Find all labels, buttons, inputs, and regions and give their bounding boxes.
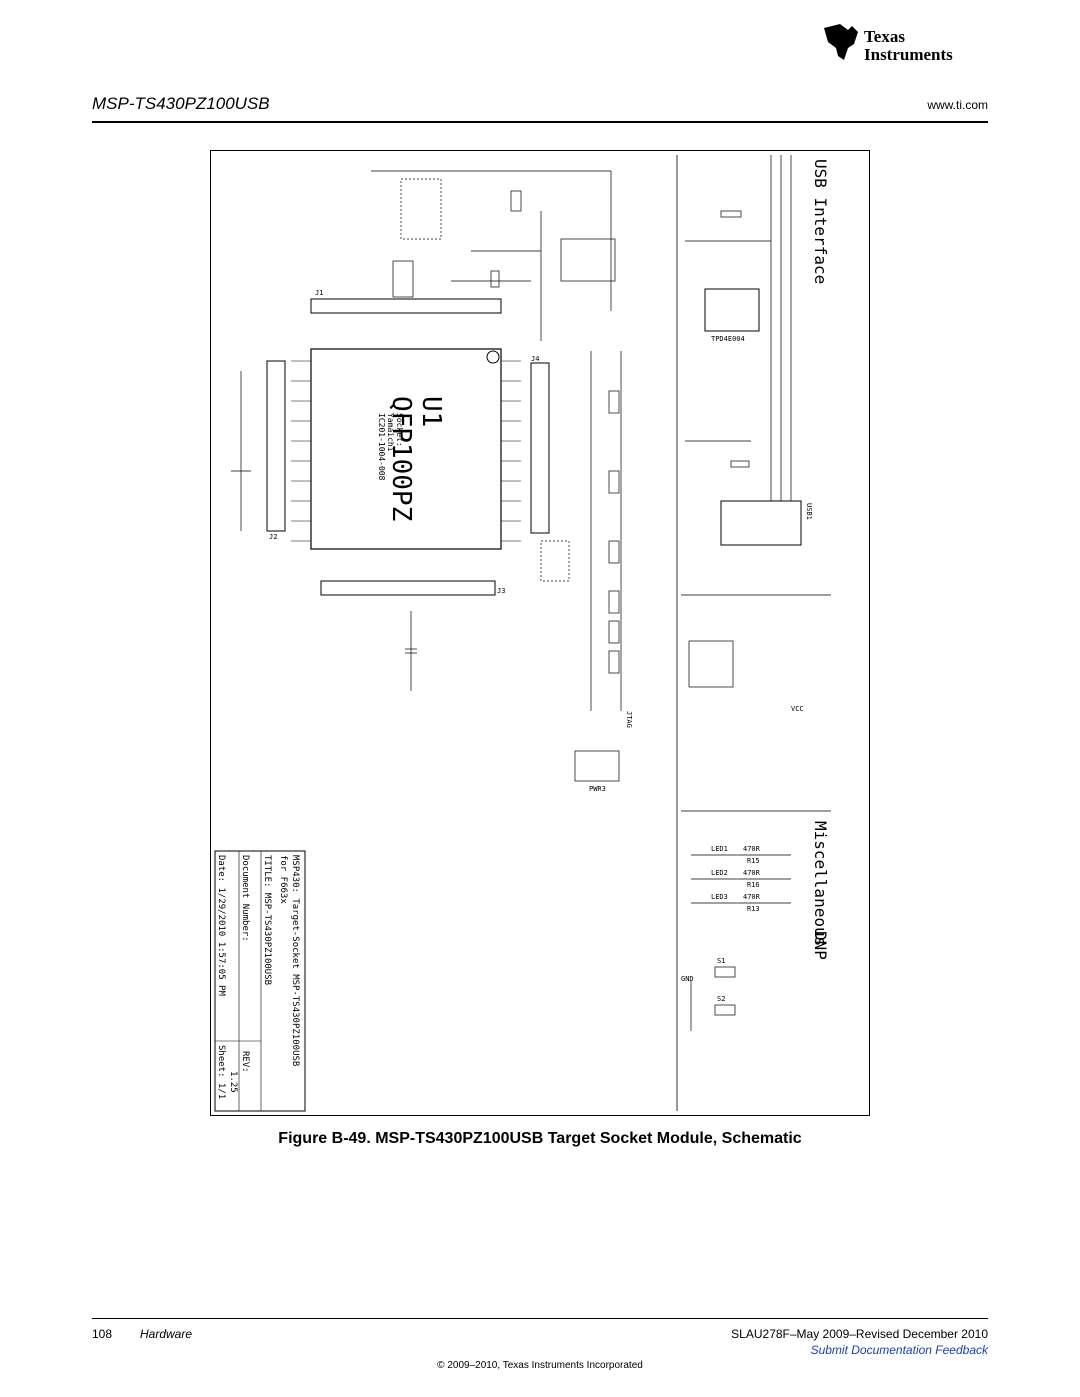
ti-logo: Texas Instruments bbox=[818, 18, 988, 68]
page-number: 108 bbox=[92, 1327, 113, 1341]
usb-conn-label: USB1 bbox=[805, 503, 813, 520]
tb-line1: MSP430: Target-Socket MSP-TS430PZ100USB bbox=[290, 855, 300, 1066]
led2-label: LED2 bbox=[711, 869, 728, 877]
led-row-1: LED1 470R R15 bbox=[691, 845, 791, 865]
socket-note3: IC201-1004-008 bbox=[377, 413, 386, 481]
led2-res: 470R bbox=[743, 869, 761, 877]
schematic-drawing: U1 QFP100PZ Socket: Yamaichi IC201-1004-… bbox=[214, 155, 831, 1112]
socket-note2: Yamaichi bbox=[386, 413, 395, 452]
s1-label: S1 bbox=[717, 957, 725, 965]
r16-label: R16 bbox=[747, 881, 760, 889]
s2-label: S2 bbox=[717, 995, 725, 1003]
tb-rev-label: REV: bbox=[240, 1051, 250, 1073]
section-name: Hardware bbox=[140, 1327, 193, 1341]
header-j2 bbox=[266, 360, 286, 532]
led1-label: LED1 bbox=[711, 845, 728, 853]
r13-label: R13 bbox=[747, 905, 760, 913]
logo-line2: Instruments bbox=[864, 45, 953, 64]
tb-sheet: Sheet: 1/1 bbox=[216, 1045, 226, 1099]
logo-line1: Texas bbox=[864, 27, 905, 46]
ti-logo-mark: Texas Instruments bbox=[824, 24, 953, 64]
doc-title: MSP-TS430PZ100USB bbox=[92, 94, 270, 113]
site-url[interactable]: www.ti.com bbox=[927, 98, 988, 112]
led3-res: 470R bbox=[743, 893, 761, 901]
header-j4 bbox=[530, 362, 550, 534]
socket-note1: Socket: bbox=[395, 413, 404, 447]
header-j3 bbox=[320, 580, 496, 596]
gnd-label: GND bbox=[681, 975, 694, 983]
tpd-chip bbox=[704, 288, 760, 332]
j2-label: J2 bbox=[269, 533, 277, 541]
tb-date: Date: 1/29/2010 1:57:05 PM bbox=[216, 855, 226, 996]
tb-rev-value: 1.25 bbox=[228, 1071, 238, 1093]
pwr-label: PWR3 bbox=[589, 785, 606, 793]
header-rule bbox=[92, 121, 988, 123]
j4-label: J4 bbox=[531, 355, 539, 363]
usb-connector bbox=[720, 500, 802, 546]
copyright: © 2009–2010, Texas Instruments Incorpora… bbox=[437, 1360, 643, 1371]
led-row-3: LED3 470R R13 bbox=[691, 893, 791, 913]
r15-label: R15 bbox=[747, 857, 760, 865]
doc-id: SLAU278F–May 2009–Revised December 2010 bbox=[731, 1327, 988, 1341]
dnp-label: DNP bbox=[811, 931, 830, 960]
section-misc: Miscellaneous bbox=[811, 821, 830, 946]
qfp-chip: U1 QFP100PZ Socket: Yamaichi IC201-1004-… bbox=[291, 348, 521, 550]
jtag-label: JTAG bbox=[625, 711, 633, 728]
footer-rule bbox=[92, 1318, 988, 1319]
vcc-label: VCC bbox=[791, 705, 804, 713]
j3-label: J3 bbox=[497, 587, 505, 595]
tpd-label: TPD4E004 bbox=[711, 335, 745, 343]
tb-line2: for F663x bbox=[278, 855, 288, 904]
tb-docnum: Document Number: bbox=[240, 855, 250, 942]
j1-label: J1 bbox=[315, 289, 323, 297]
schematic-figure: U1 QFP100PZ Socket: Yamaichi IC201-1004-… bbox=[210, 150, 870, 1116]
led3-label: LED3 bbox=[711, 893, 728, 901]
led1-res: 470R bbox=[743, 845, 761, 853]
led-row-2: LED2 470R R16 bbox=[691, 869, 791, 889]
header-j1 bbox=[310, 298, 502, 314]
tb-title: TITLE: MSP-TS430PZ100USB bbox=[262, 855, 272, 985]
ic-package: QFP100PZ bbox=[386, 396, 416, 521]
section-usb: USB Interface bbox=[811, 159, 830, 284]
ic-ref: U1 bbox=[416, 396, 446, 427]
figure-caption: Figure B-49. MSP-TS430PZ100USB Target So… bbox=[278, 1130, 802, 1147]
feedback-link[interactable]: Submit Documentation Feedback bbox=[810, 1343, 988, 1357]
title-block: MSP430: Target-Socket MSP-TS430PZ100USB … bbox=[214, 850, 306, 1112]
